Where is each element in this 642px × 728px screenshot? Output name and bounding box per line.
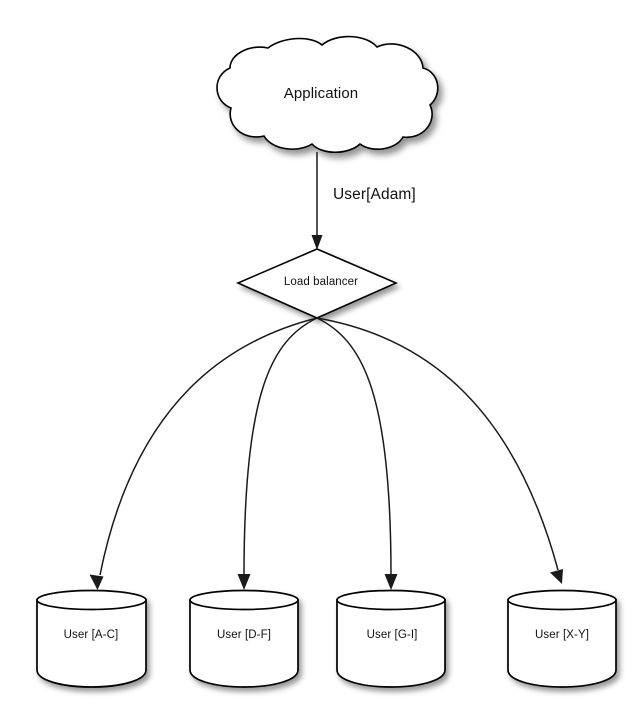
database-cylinder-1[interactable] <box>36 589 147 688</box>
database-cylinder-4[interactable] <box>507 589 617 688</box>
database-cylinder-3[interactable] <box>336 589 446 688</box>
database-label-1: User [A-C] <box>63 629 119 641</box>
cloud-shape-application[interactable] <box>216 35 439 154</box>
edge-loadbalancer-to-db1 <box>89 317 318 590</box>
edge-application-to-loadbalancer <box>311 152 323 250</box>
diamond-label-loadbalancer: Load balancer <box>283 276 359 288</box>
edge-loadbalancer-to-db3 <box>316 317 398 590</box>
cloud-label-application: Application <box>283 85 359 102</box>
edge-loadbalancer-to-db4 <box>316 317 563 584</box>
database-label-2: User [D-F] <box>216 629 272 641</box>
edge-label-user-adam: User[Adam] <box>333 186 416 203</box>
edge-loadbalancer-to-db2 <box>237 317 318 590</box>
database-label-3: User [G-I] <box>366 629 418 641</box>
database-label-4: User [X-Y] <box>534 629 590 641</box>
database-cylinder-2[interactable] <box>189 589 299 688</box>
